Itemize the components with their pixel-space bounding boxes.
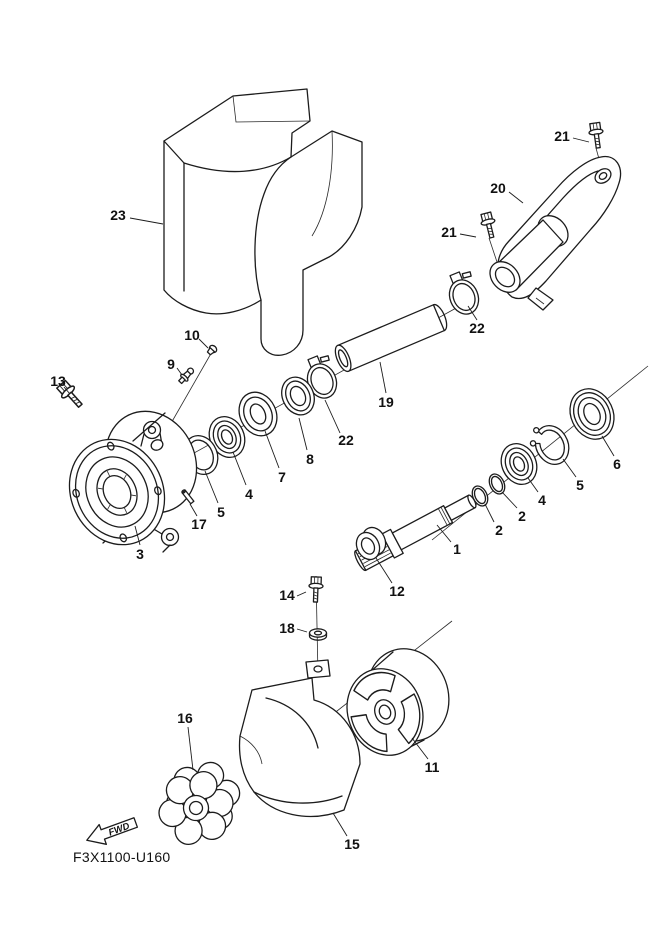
part-12-washer xyxy=(355,526,387,561)
callout-8: 8 xyxy=(298,417,314,467)
svg-text:17: 17 xyxy=(191,516,207,532)
part-18-washer xyxy=(308,628,328,641)
callout-2-b: 2 xyxy=(484,503,503,538)
part-17-pin xyxy=(181,489,195,505)
callout-18: 18 xyxy=(279,620,308,636)
callout-20: 20 xyxy=(490,180,524,204)
fwd-arrow: FWD xyxy=(86,817,139,845)
svg-text:12: 12 xyxy=(389,583,405,599)
svg-text:8: 8 xyxy=(306,451,314,467)
callout-23: 23 xyxy=(110,207,164,225)
callout-4-left: 4 xyxy=(232,451,253,502)
fwd-label: FWD xyxy=(107,821,131,839)
svg-text:13: 13 xyxy=(50,373,66,389)
svg-text:3: 3 xyxy=(136,546,144,562)
svg-text:7: 7 xyxy=(278,469,286,485)
part-10-cap xyxy=(206,344,218,356)
callout-10: 10 xyxy=(184,327,209,349)
callout-21-lower: 21 xyxy=(441,224,477,240)
svg-text:9: 9 xyxy=(167,356,175,372)
callout-5-left: 5 xyxy=(204,470,225,520)
part-15-housing-half xyxy=(238,659,361,817)
bolt-21-lower xyxy=(478,210,500,240)
callout-16: 16 xyxy=(177,710,194,771)
svg-text:21: 21 xyxy=(554,128,570,144)
callout-5-right: 5 xyxy=(562,458,584,493)
callout-14: 14 xyxy=(279,587,307,603)
svg-text:21: 21 xyxy=(441,224,457,240)
part-4-bearing-right xyxy=(500,443,538,485)
svg-text:1: 1 xyxy=(453,541,461,557)
svg-text:16: 16 xyxy=(177,710,193,726)
callout-22-left: 22 xyxy=(324,399,354,448)
part-3-bearing-housing xyxy=(68,410,198,553)
callout-12: 12 xyxy=(375,557,405,599)
callout-19: 19 xyxy=(378,361,394,410)
svg-text:22: 22 xyxy=(338,432,354,448)
svg-text:2: 2 xyxy=(495,522,503,538)
svg-text:4: 4 xyxy=(538,492,546,508)
bolt-14 xyxy=(307,576,324,603)
callout-22-right: 22 xyxy=(467,305,485,336)
part-8-seal xyxy=(281,376,315,416)
callout-21-upper: 21 xyxy=(554,128,590,144)
svg-text:10: 10 xyxy=(184,327,200,343)
part-16-damper xyxy=(158,761,241,845)
part-2-ring-a xyxy=(488,473,506,495)
bolt-21-upper xyxy=(587,121,606,150)
callout-1: 1 xyxy=(436,524,461,557)
svg-text:15: 15 xyxy=(344,836,360,852)
svg-text:5: 5 xyxy=(576,477,584,493)
svg-text:4: 4 xyxy=(245,486,253,502)
part-20-protector xyxy=(489,155,622,311)
svg-text:6: 6 xyxy=(613,456,621,472)
callout-3: 3 xyxy=(134,525,144,562)
diagram-code: F3X1100-U160 xyxy=(73,849,171,865)
svg-text:2: 2 xyxy=(518,508,526,524)
svg-text:20: 20 xyxy=(490,180,506,196)
callout-7: 7 xyxy=(264,430,286,485)
part-11-coupling xyxy=(346,648,450,756)
part-9-grease-nipple xyxy=(178,367,195,385)
callout-11: 11 xyxy=(411,737,440,775)
callout-9: 9 xyxy=(167,356,183,376)
part-19-tube xyxy=(334,303,448,373)
svg-text:22: 22 xyxy=(469,320,485,336)
svg-text:14: 14 xyxy=(279,587,295,603)
svg-text:23: 23 xyxy=(110,207,126,223)
svg-text:5: 5 xyxy=(217,504,225,520)
part-23-cover xyxy=(163,88,363,356)
callout-6: 6 xyxy=(601,435,621,472)
svg-text:19: 19 xyxy=(378,394,394,410)
clamp-22-right xyxy=(441,267,486,320)
callout-15: 15 xyxy=(332,812,360,852)
callout-17: 17 xyxy=(189,503,207,532)
callout-13: 13 xyxy=(50,373,71,395)
svg-text:18: 18 xyxy=(279,620,295,636)
callout-4-right: 4 xyxy=(527,477,546,508)
callouts: 21 20 21 23 10 9 22 13 19 8 22 6 5 4 2 2… xyxy=(50,128,621,852)
callout-2-a: 2 xyxy=(501,491,526,524)
part-6-bearing xyxy=(569,388,615,440)
svg-text:11: 11 xyxy=(425,759,440,775)
part-7-bearing xyxy=(238,391,278,437)
